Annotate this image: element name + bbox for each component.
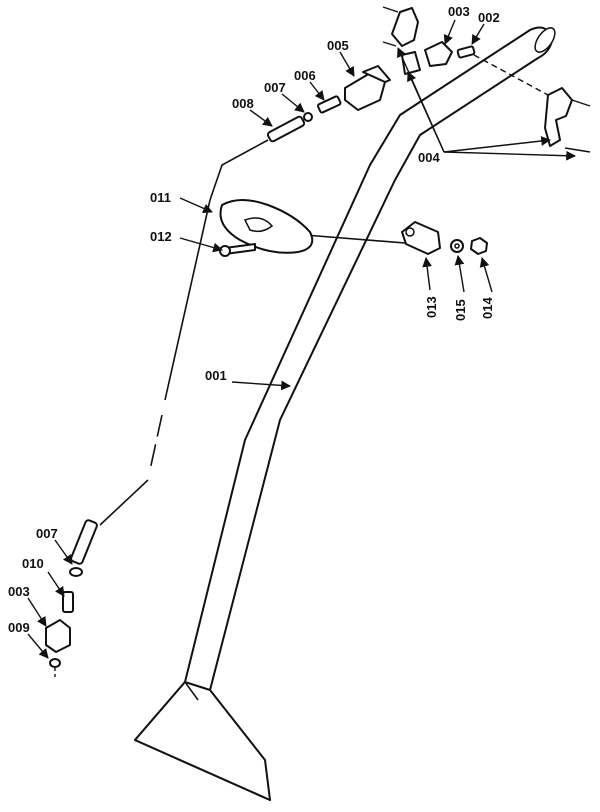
oring-007-top <box>303 112 313 122</box>
callout-001: 001 <box>205 368 227 383</box>
lever-003-top <box>424 41 453 67</box>
callout-010: 010 <box>22 556 44 571</box>
nut-009 <box>49 658 61 678</box>
callout-014: 014 <box>480 297 495 319</box>
handle-grip-011 <box>219 199 314 254</box>
callout-005: 005 <box>327 38 349 53</box>
wand-tube-001 <box>134 26 556 801</box>
valve-005 <box>344 65 391 111</box>
callout-004: 004 <box>418 150 440 165</box>
callout-011: 011 <box>150 190 171 205</box>
callout-015: 015 <box>453 299 468 321</box>
leader-lines <box>27 19 576 659</box>
nut-014 <box>470 237 488 255</box>
pin-012 <box>219 243 256 257</box>
valve-block-003-bottom <box>45 619 71 653</box>
fitting-006 <box>316 95 342 114</box>
sleeve-008 <box>266 115 306 143</box>
bracket-004-right <box>544 87 591 153</box>
oring-007-bottom <box>69 567 83 577</box>
bracket-004-top <box>382 6 421 75</box>
callout-007-top: 007 <box>264 80 286 95</box>
callout-006: 006 <box>294 68 316 83</box>
fitting-010 <box>62 591 74 613</box>
callout-009: 009 <box>8 620 30 635</box>
callout-013: 013 <box>424 296 439 318</box>
callout-007-bottom: 007 <box>36 526 58 541</box>
washer-015 <box>450 239 464 253</box>
sleeve-bottom <box>70 519 98 565</box>
callout-008: 008 <box>232 96 254 111</box>
callout-002: 002 <box>478 10 500 25</box>
callout-012: 012 <box>150 229 172 244</box>
clamp-013 <box>401 221 441 255</box>
pin-002 <box>456 45 549 96</box>
callout-003-top: 003 <box>448 4 470 19</box>
callout-003-bottom: 003 <box>8 584 30 599</box>
